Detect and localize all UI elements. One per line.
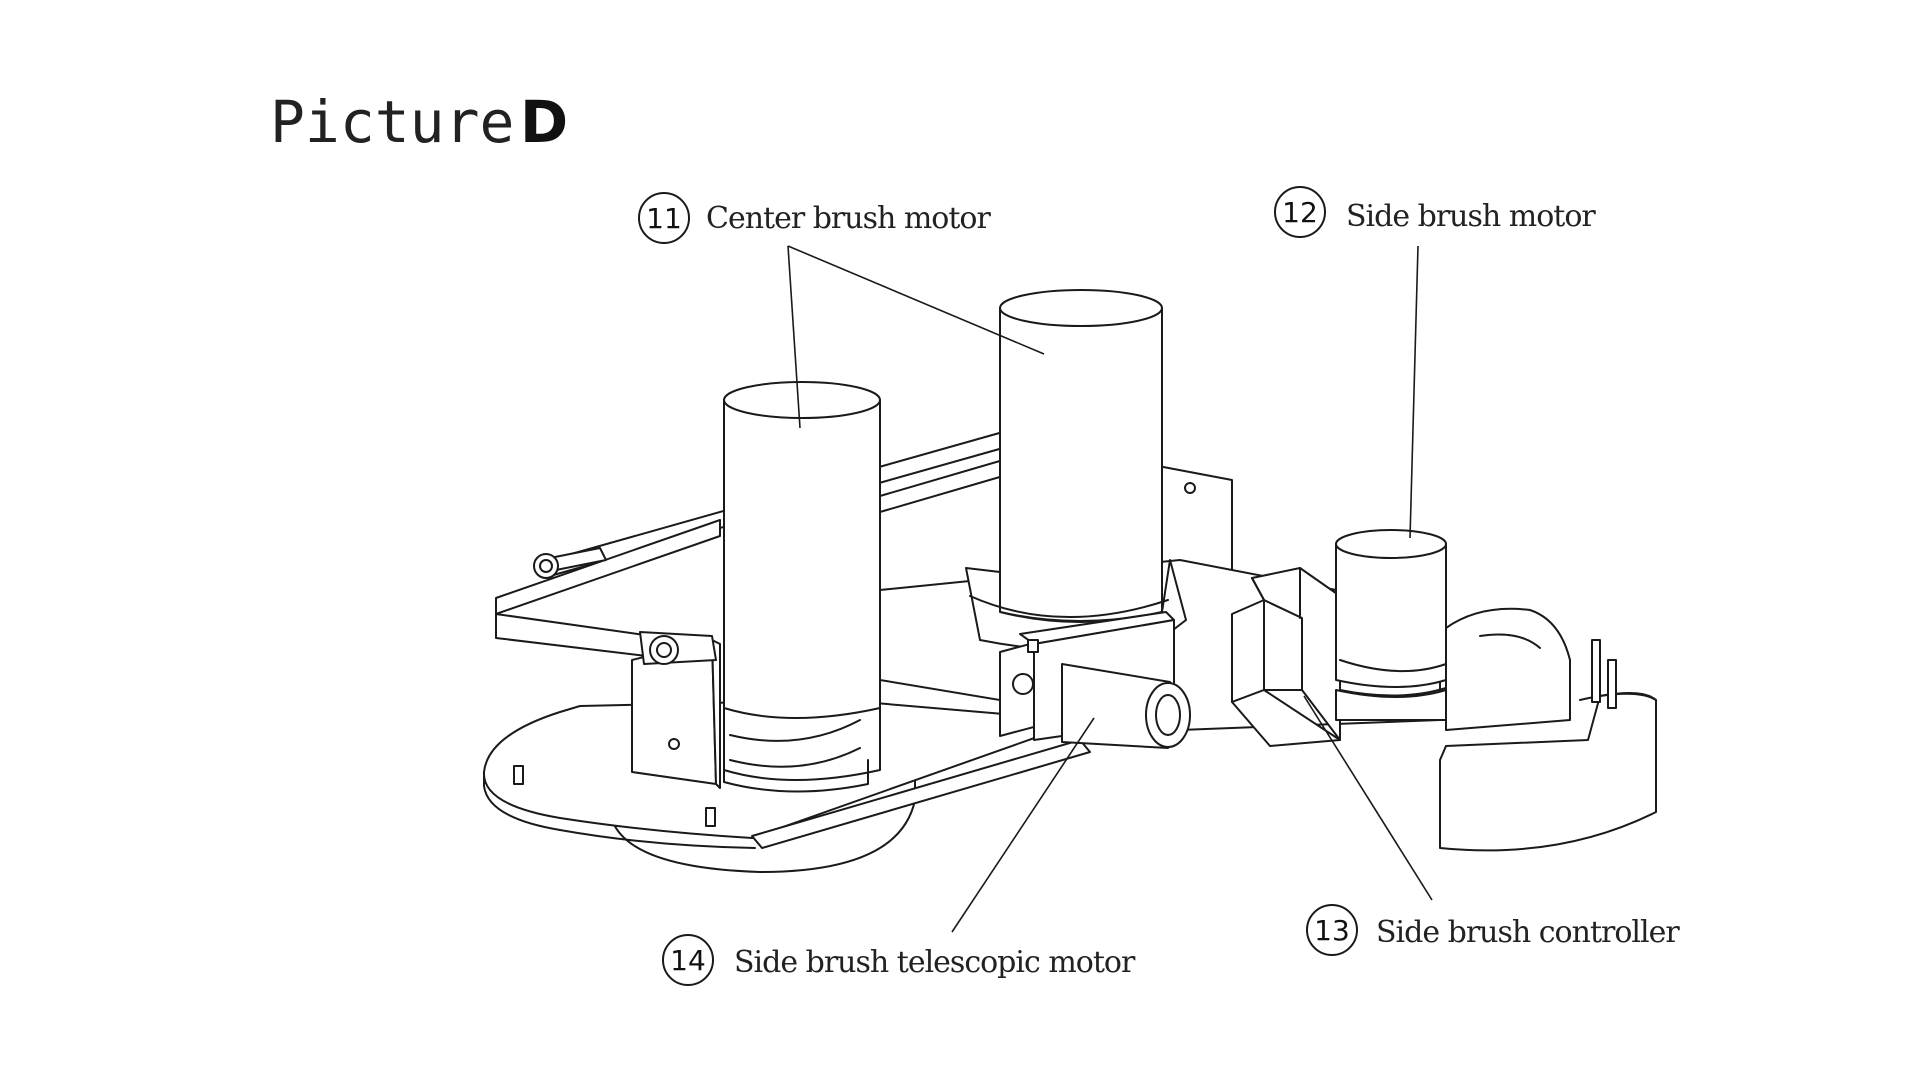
callout-13-number: 13 [1314,914,1350,947]
bracket-eye-hole [656,642,672,658]
callout-14-number: 14 [670,944,706,977]
machine-drawing [482,289,1657,873]
callout-13-circle [1306,904,1358,956]
right-center-motor [965,289,1187,651]
leader-14 [951,717,1095,933]
callout-14: 14 Side brush telescopic motor [662,934,1137,986]
side-brush-housing [1439,607,1657,852]
base-plate-edge [483,771,756,849]
left-bracket-side [711,639,721,789]
leader-11-left [787,245,801,429]
leader-13 [1303,695,1433,901]
diagonal-strip [751,739,1091,849]
callout-12-label: Side brush motor [1346,199,1596,234]
telescopic-motor [999,611,1191,749]
bracket-hole [668,738,680,750]
leader-11-right [787,245,1045,355]
housing-peg [1607,659,1617,709]
page-title: Picture D [270,88,568,156]
side-brush-motor [1335,529,1447,721]
callout-14-label: Side brush telescopic motor [734,945,1136,980]
title-word: Picture [270,88,514,156]
side-brush-controller [1231,567,1341,747]
leader-12 [1409,245,1419,539]
callout-12-circle [1274,186,1326,238]
frame-bar [495,519,721,615]
leader-lines [787,245,1433,933]
plate-peg [513,765,524,785]
bracket-eye [649,635,679,665]
callout-13-label: Side brush controller [1376,915,1680,950]
frame-eye-hole [539,559,553,573]
callout-11-circle [638,192,690,244]
callout-11-label: Center brush motor [706,201,991,236]
frame-eye [533,553,559,579]
callout-11-number: 11 [646,202,682,235]
plate-peg [705,807,716,827]
left-center-motor [723,381,881,793]
callout-12: 12 Side brush motor [1274,186,1597,238]
callout-13: 13 Side brush controller [1306,904,1681,956]
panel-hole [1184,482,1196,494]
title-letter: D [520,88,568,156]
housing-peg [1591,639,1601,703]
callout-11: 11 Center brush motor [638,192,992,244]
callout-14-circle [662,934,714,986]
callout-12-number: 12 [1282,196,1318,229]
